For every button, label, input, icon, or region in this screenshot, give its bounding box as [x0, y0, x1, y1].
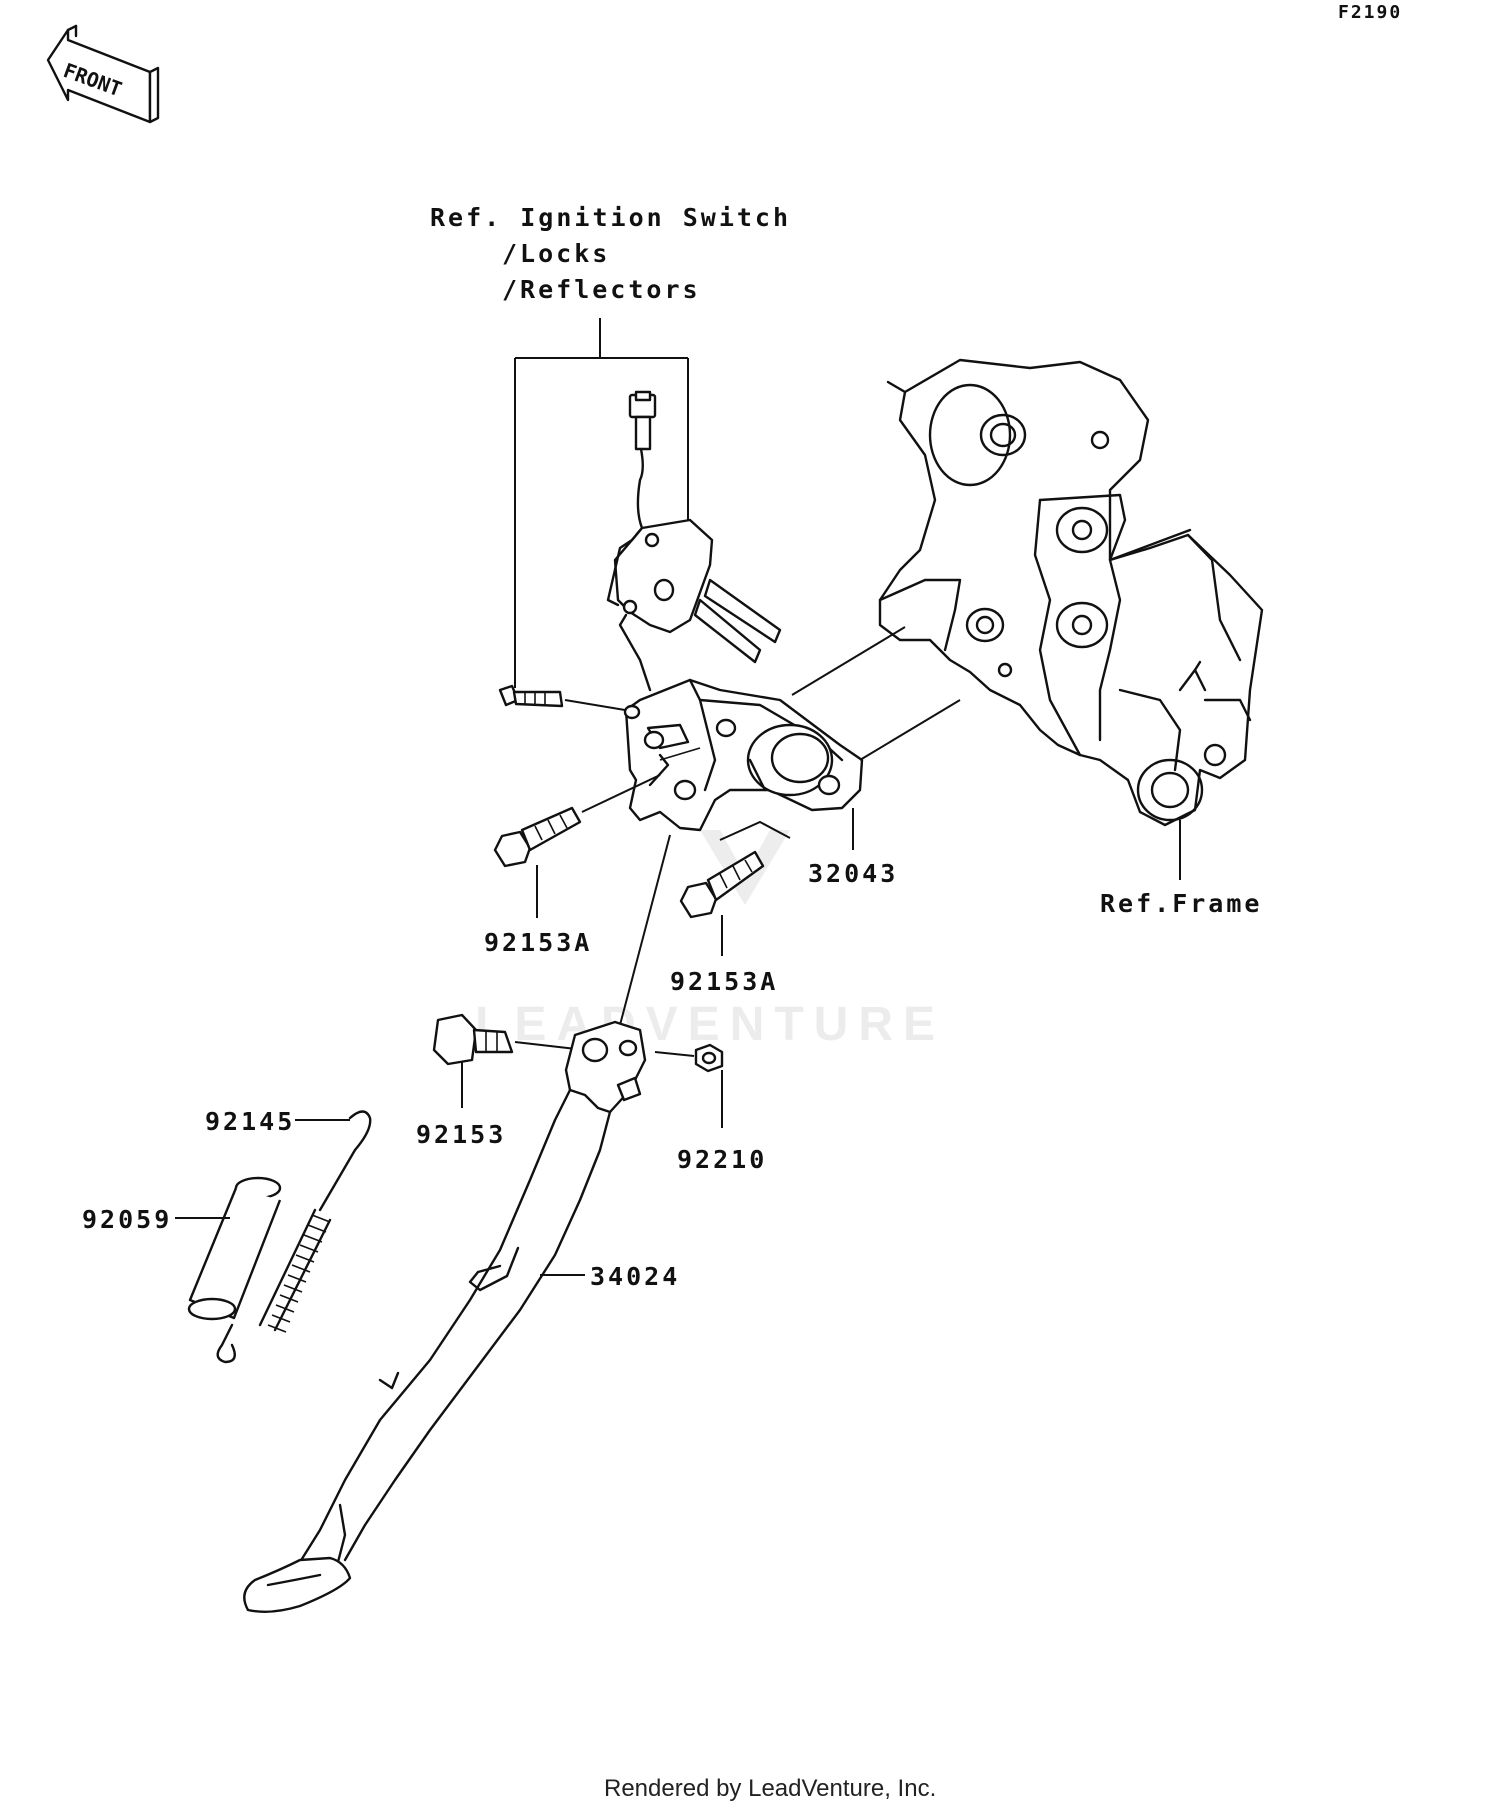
label-92210: 92210 [677, 1145, 767, 1174]
bracket-bolt-small [498, 684, 626, 711]
bolt-92153A-left [493, 774, 661, 868]
page-id: F2190 [1338, 2, 1402, 23]
side-stand-34024 [243, 1020, 647, 1613]
sleeve-92059 [175, 1176, 282, 1321]
stand-bracket-32043 [623, 678, 864, 832]
label-92153: 92153 [416, 1120, 506, 1149]
ref-ignition-line1: Ref. Ignition Switch [430, 203, 791, 232]
bolt-92153A-right [679, 820, 791, 919]
spring-92145 [216, 1110, 372, 1364]
watermark-text: LEADVENTURE [475, 998, 945, 1051]
bolt-92153 [432, 1013, 586, 1066]
front-arrow-icon: FRONT [46, 24, 160, 124]
ref-ignition-bracket [514, 318, 689, 688]
label-92059: 92059 [82, 1205, 172, 1234]
frame-drawing [878, 358, 1264, 827]
label-92153A-right: 92153A [670, 967, 778, 996]
watermark: LEADVENTURE [475, 830, 945, 1051]
label-92145: 92145 [205, 1107, 295, 1136]
label-leaders [461, 808, 1181, 1276]
label-32043: 32043 [808, 859, 898, 888]
footer-credit: Rendered by LeadVenture, Inc. [604, 1775, 936, 1802]
projection-lines [619, 626, 961, 1026]
ref-ignition-line3: /Reflectors [502, 275, 701, 304]
sidestand-switch [606, 390, 782, 692]
nut-92210 [654, 1043, 724, 1073]
ref-ignition-line2: /Locks [502, 239, 610, 268]
label-92153A-left: 92153A [484, 928, 592, 957]
label-34024: 34024 [590, 1262, 680, 1291]
ref-frame-label: Ref.Frame [1100, 889, 1262, 918]
